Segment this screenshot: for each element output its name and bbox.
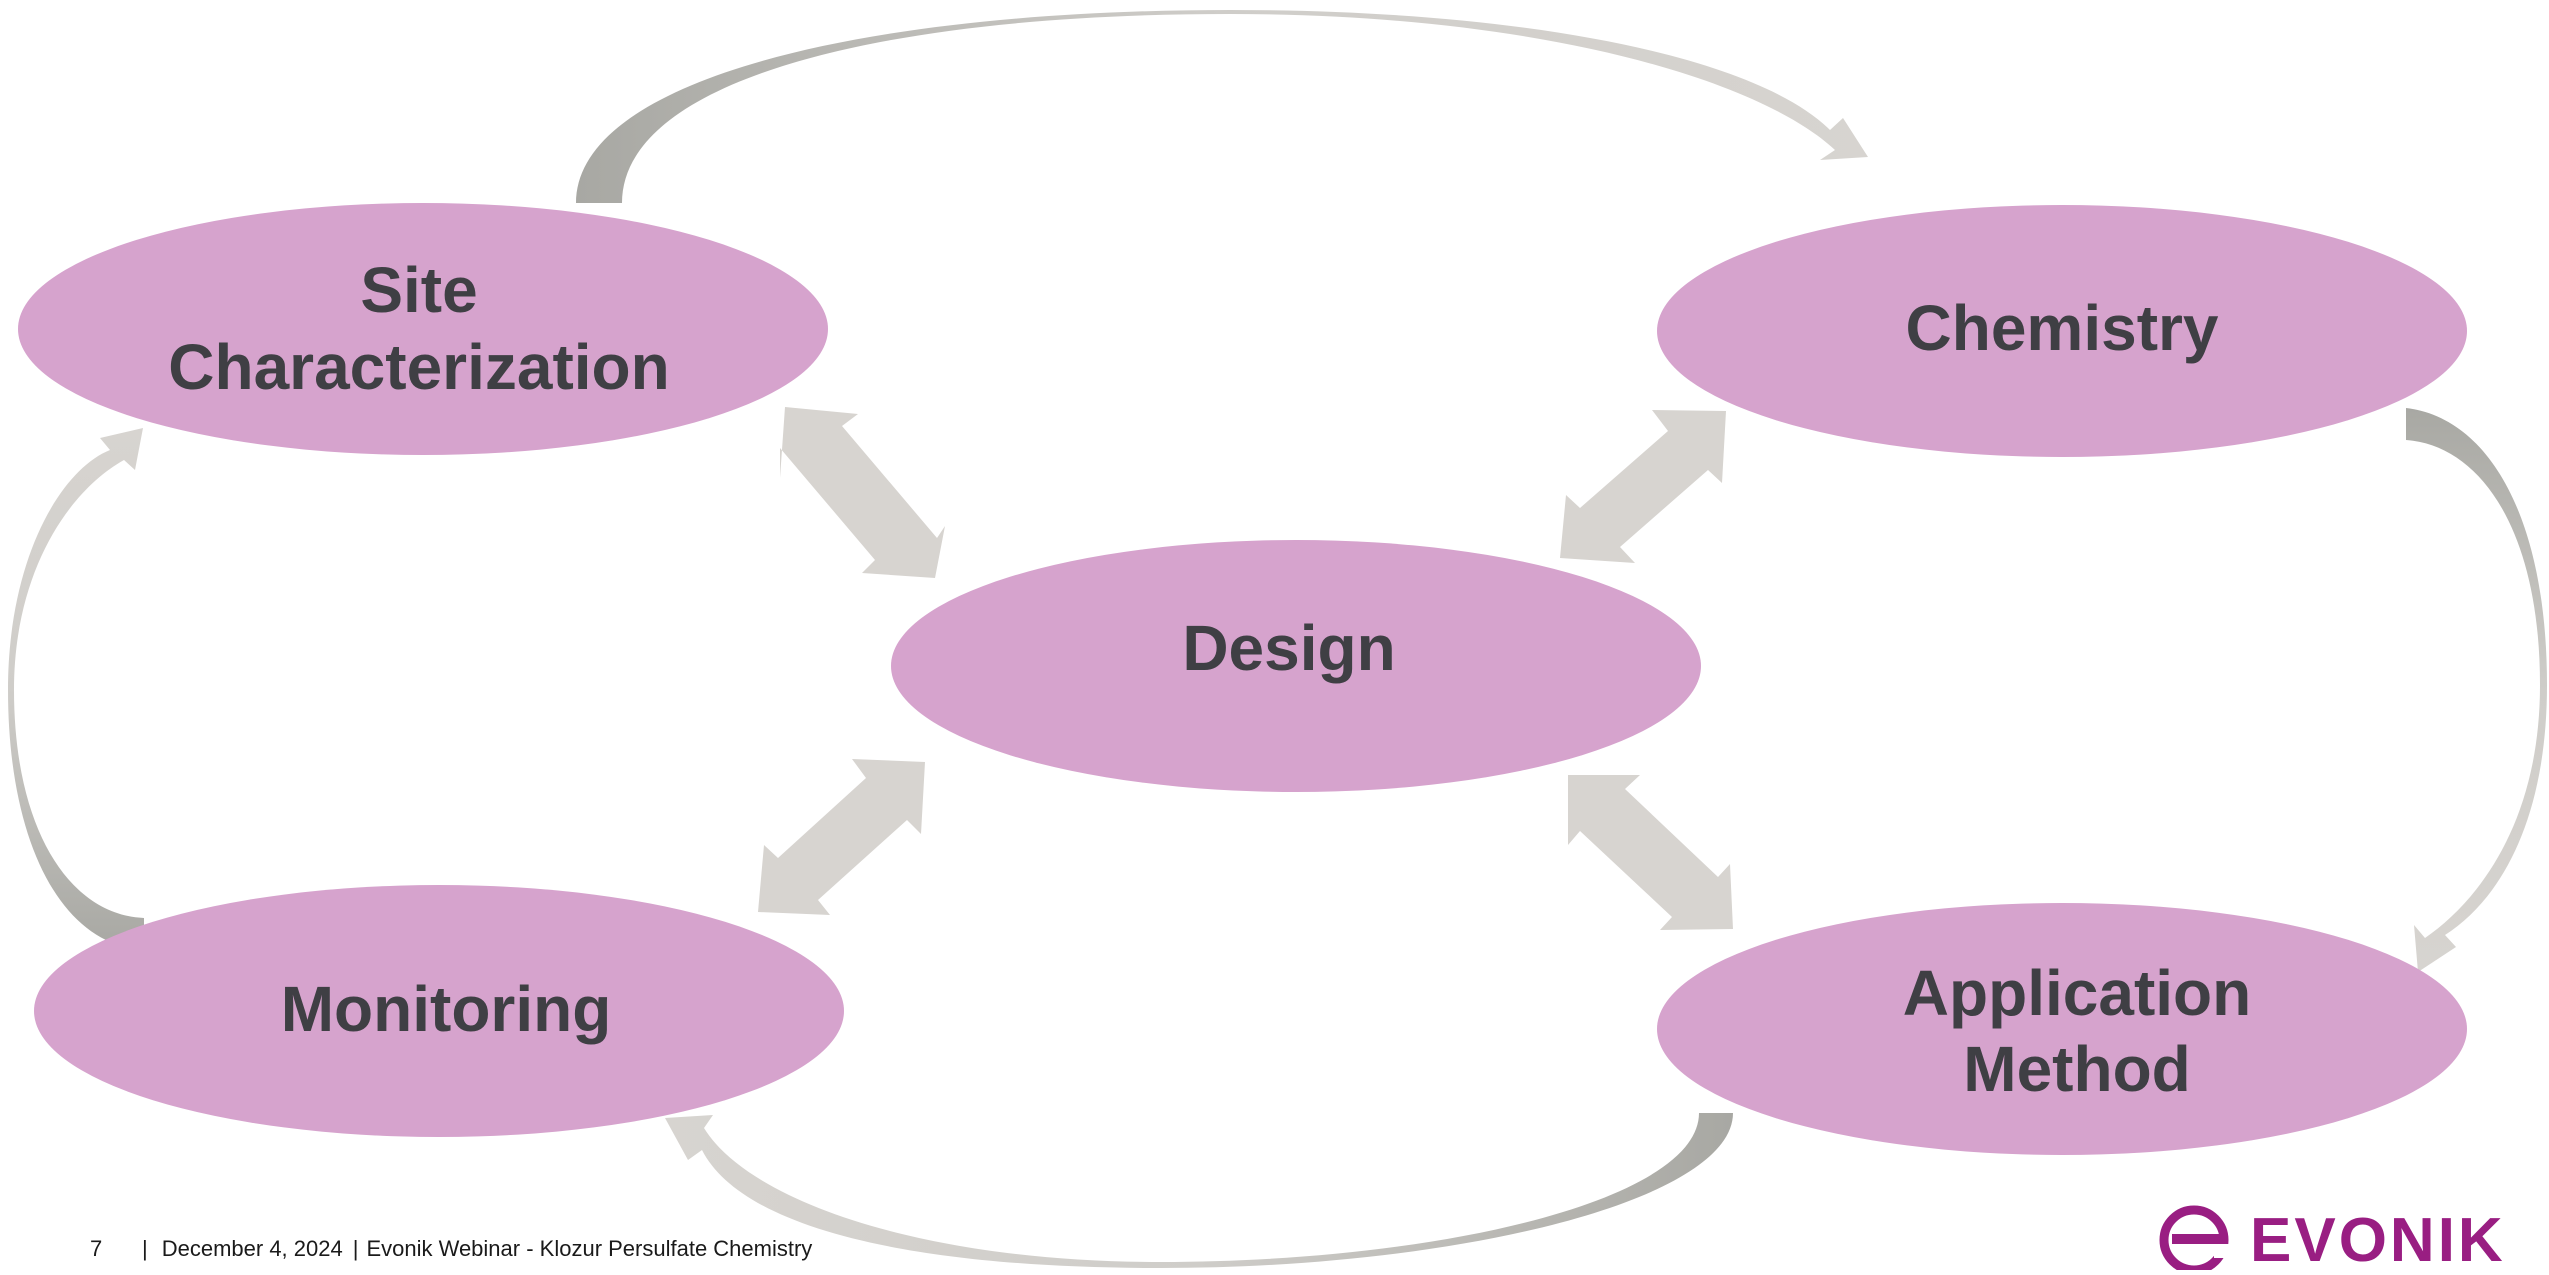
svg-text:Characterization: Characterization <box>168 331 669 403</box>
node-design: Design <box>891 540 1701 792</box>
node-label-line: Site <box>360 254 477 326</box>
double-arrow-design-application <box>1568 775 1733 930</box>
footer-title: Evonik Webinar - Klozur Persulfate Chemi… <box>366 1236 813 1261</box>
cycle-arrow-site-to-chemistry <box>576 10 1868 203</box>
double-arrow-monitoring-design <box>758 759 925 915</box>
svg-text:Method: Method <box>1963 1033 2191 1105</box>
node-site-characterization: Site Characterization <box>18 203 828 455</box>
footer-separator: | <box>142 1236 148 1261</box>
node-label-line: Design <box>1182 612 1395 684</box>
svg-text:Application: Application <box>1903 957 2251 1029</box>
double-arrow-chemistry-design <box>1560 410 1726 563</box>
node-label-line: Method <box>1963 1033 2191 1105</box>
node-label-line: Characterization <box>168 331 669 403</box>
double-arrow-site-design <box>780 407 945 578</box>
cycle-arrow-application-to-monitoring <box>665 1113 1733 1268</box>
svg-text:Monitoring: Monitoring <box>281 973 612 1045</box>
footer-separator: | <box>352 1236 359 1261</box>
footer-date: December 4, 2024 <box>161 1236 343 1261</box>
svg-text:Chemistry: Chemistry <box>1906 292 2219 364</box>
svg-text:Site: Site <box>360 254 477 326</box>
cycle-arrow-chemistry-to-application <box>2406 408 2547 972</box>
node-label-line: Monitoring <box>281 973 612 1045</box>
page-number: 7 <box>90 1236 103 1261</box>
cycle-arrow-monitoring-to-site <box>8 428 144 950</box>
svg-text:Design: Design <box>1182 612 1395 684</box>
evonik-logo: EVONIK <box>2158 1204 2503 1272</box>
node-monitoring: Monitoring <box>34 885 844 1137</box>
evonik-logo-icon <box>2159 1205 2230 1270</box>
node-label-line: Application <box>1903 957 2251 1029</box>
node-application-method: Application Method <box>1657 903 2467 1155</box>
node-chemistry: Chemistry <box>1657 205 2467 457</box>
logo-wordmark: EVONIK <box>2250 1206 2506 1275</box>
node-label-line: Chemistry <box>1906 292 2219 364</box>
slide-footer: 7 | December 4, 2024 | Evonik Webinar - Kloz… <box>90 1236 812 1262</box>
